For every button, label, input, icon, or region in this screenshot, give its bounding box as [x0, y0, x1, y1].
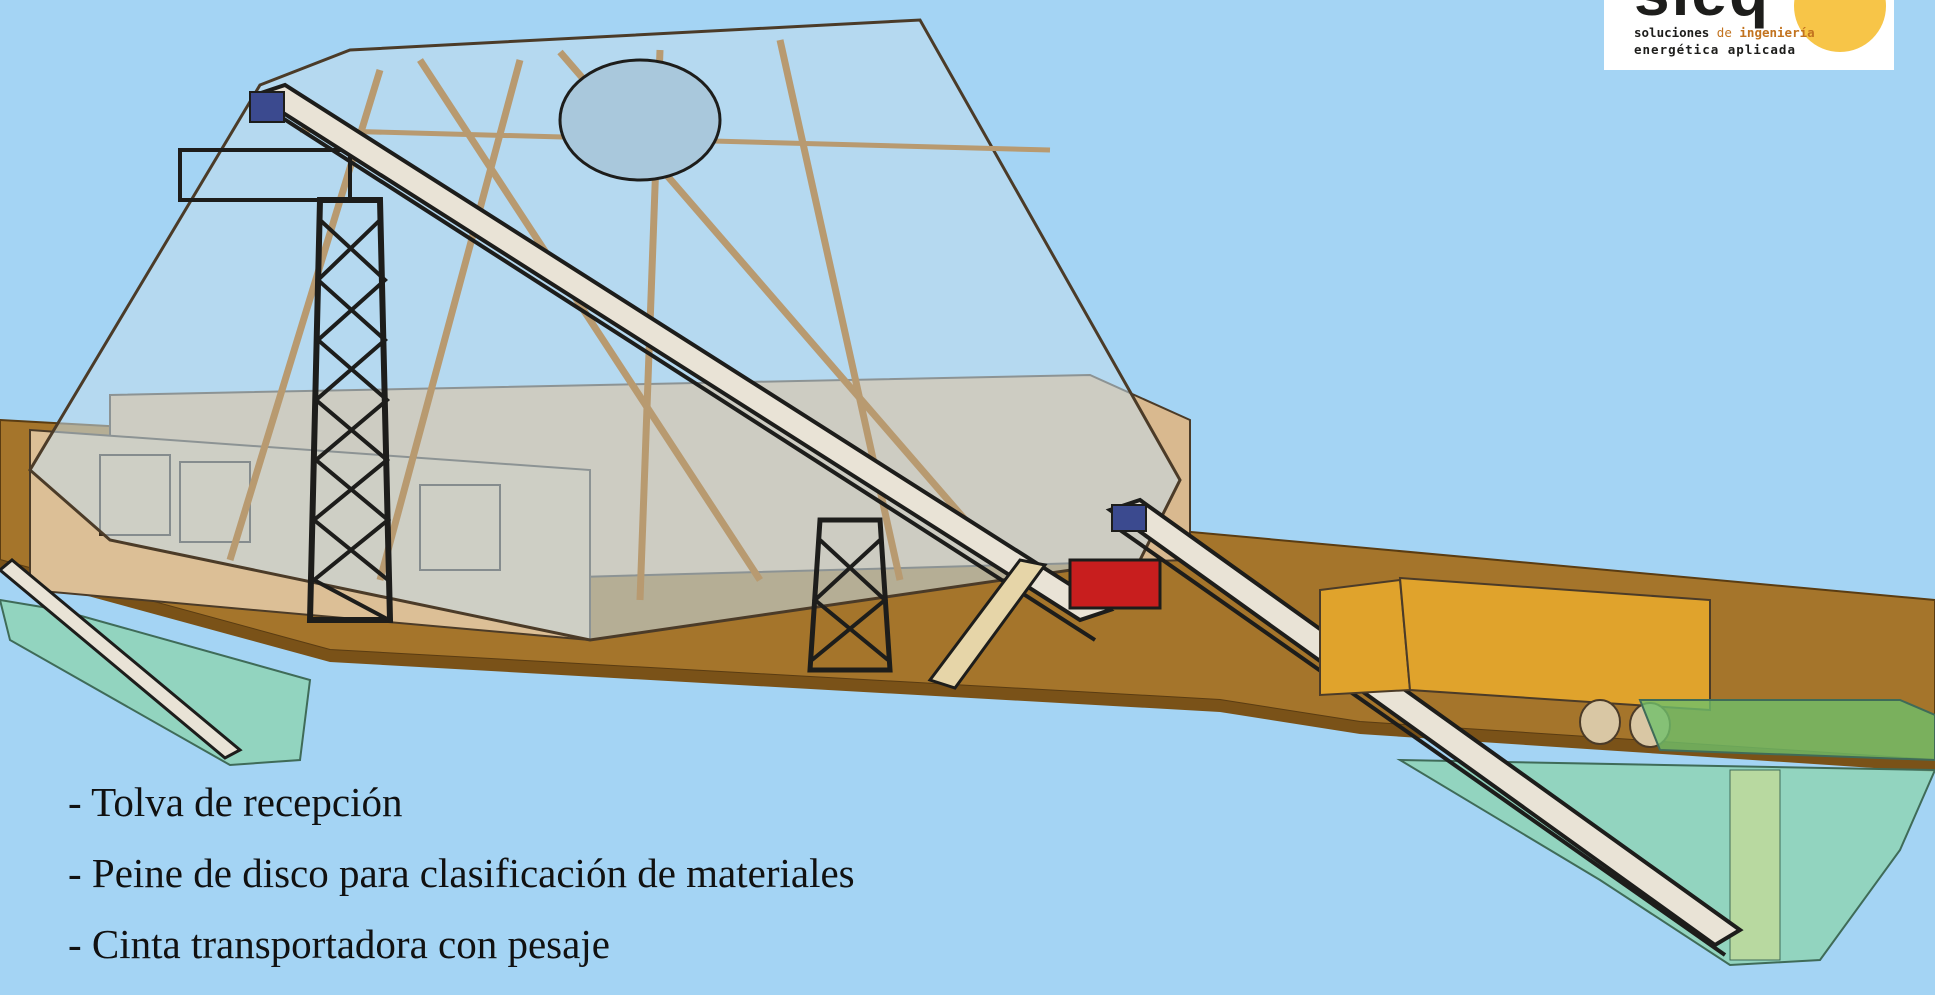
drive-motor — [249, 91, 285, 123]
receiving-hopper — [1638, 699, 1935, 762]
tower-bracing — [310, 218, 392, 622]
logo-wordmark: sieq — [1634, 0, 1770, 30]
logo-tagline-part2: de — [1716, 25, 1732, 40]
truck-cab — [1319, 578, 1412, 697]
feature-item-hopper: - Tolva de recepción — [68, 779, 403, 825]
feature-item-disc-screen: - Peine de disco para clasificación de m… — [68, 850, 855, 896]
second-drive-motor — [1111, 504, 1147, 532]
disc-screen — [1068, 558, 1162, 610]
logo-tagline-part3: ingeniería — [1739, 25, 1815, 40]
plant-3d-render — [0, 18, 1935, 967]
logo-tagline-line1: soluciones de ingeniería — [1634, 25, 1815, 40]
main-conveyor — [250, 82, 1115, 623]
right-pit — [1396, 758, 1935, 967]
pit-conveyor — [0, 558, 243, 760]
truck-trailer — [1398, 576, 1711, 712]
support-bracing — [810, 538, 890, 662]
feature-item-conveyor: - Cinta transportadora con pesaje — [68, 921, 610, 967]
second-conveyor-rail — [1118, 528, 1727, 957]
main-conveyor-rail — [268, 108, 1097, 642]
second-conveyor — [1105, 497, 1744, 948]
logo-tagline-line2: energética aplicada — [1634, 42, 1796, 57]
canopy-rib — [417, 58, 763, 582]
truck-wheel — [1579, 699, 1621, 745]
crane-hoist — [558, 58, 722, 182]
stairs — [927, 558, 1048, 690]
support-tower — [807, 517, 893, 673]
company-logo: sieq soluciones de ingeniería energética… — [1604, 0, 1894, 70]
logo-tagline-part1: soluciones — [1634, 25, 1710, 40]
canopy-rib — [376, 59, 524, 581]
feature-list: - Tolva de recepción - Peine de disco pa… — [68, 782, 855, 995]
top-platform — [178, 148, 352, 202]
lattice-tower — [306, 197, 394, 623]
